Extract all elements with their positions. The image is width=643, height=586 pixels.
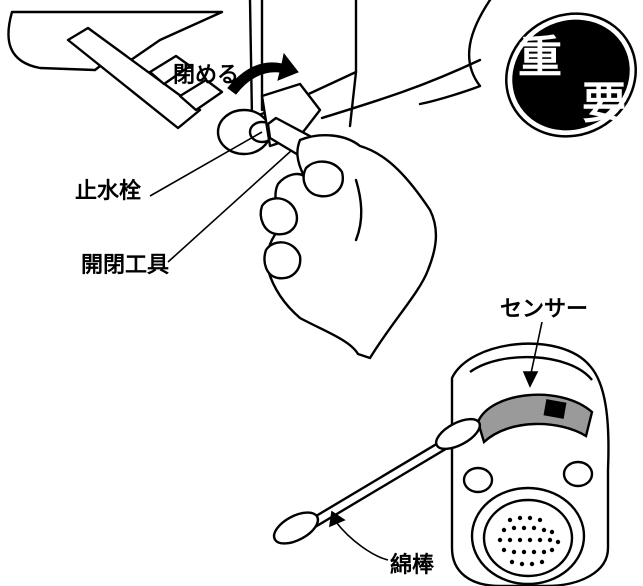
pipe-joint-2	[178, 78, 224, 112]
finger-3	[354, 178, 363, 242]
stop-valve-label: 止水栓	[75, 179, 141, 204]
swab-leader	[335, 521, 389, 561]
screw-hole-right	[562, 460, 594, 488]
aerator-mesh	[497, 515, 561, 567]
sensor-leader	[529, 321, 543, 379]
swab-stick	[304, 434, 456, 532]
thumb	[302, 160, 344, 198]
badge-fill	[512, 19, 630, 131]
cabinet-curve	[418, 0, 492, 106]
swab-leader-arrow	[329, 510, 346, 528]
sensor-head	[450, 342, 610, 586]
badge-char-2: 要	[582, 78, 626, 129]
swab-tip-upper	[434, 417, 482, 451]
badge-char-1: 重	[518, 32, 562, 83]
pipe-joint	[148, 54, 192, 86]
stop-valve-leader	[149, 131, 263, 197]
supply-pipe	[66, 26, 202, 130]
faucet-scene	[7, 0, 492, 360]
close-direction-arrow	[227, 52, 299, 95]
labels: 閉める 止水栓 開閉工具 センサー 綿棒	[75, 63, 588, 578]
close-direction-label: 閉める	[173, 63, 239, 88]
sensor-leader-arrow	[522, 371, 539, 388]
cotton-swab-label: 綿棒	[390, 552, 435, 578]
aerator-inner	[482, 498, 574, 578]
wall-edge	[248, 0, 358, 120]
sensor-element	[543, 399, 567, 419]
important-badge: 重 要	[505, 12, 637, 138]
finger-1	[259, 197, 299, 236]
sensor-label: センサー	[500, 297, 588, 322]
finger-2	[263, 241, 302, 280]
screw-hole-left	[462, 466, 494, 494]
open-close-tool-label: 開閉工具	[81, 253, 169, 278]
cotton-swab[interactable]	[269, 413, 484, 550]
leader-lines	[149, 131, 543, 561]
wall-bottom-edge	[320, 58, 482, 128]
swab-tip-lower	[272, 511, 320, 545]
tool-leader	[167, 149, 293, 263]
